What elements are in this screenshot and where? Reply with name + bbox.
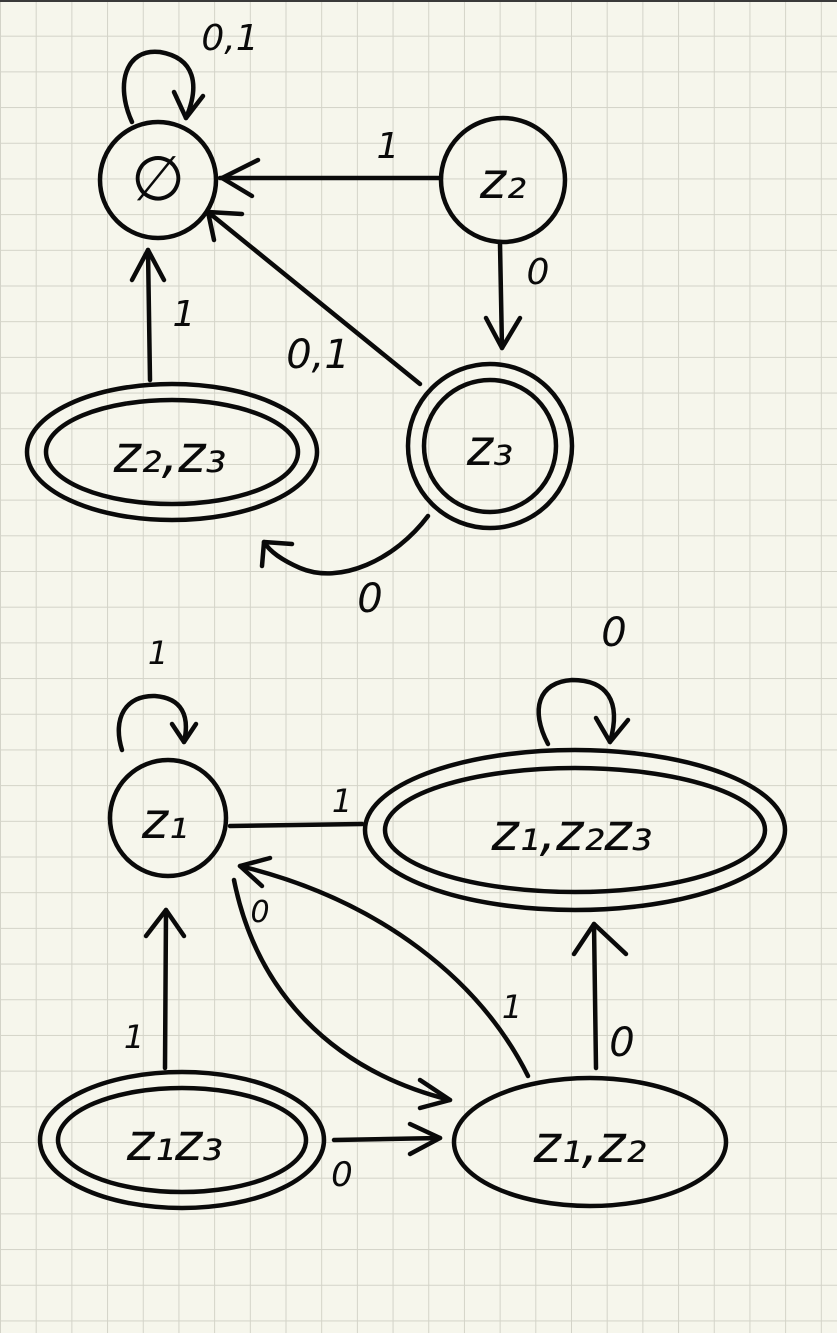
state-z1z3-label: z₁z₃ bbox=[126, 1113, 223, 1173]
state-empty: ∅ bbox=[97, 119, 219, 241]
state-z2z3: z₂,z₃ bbox=[24, 381, 320, 523]
state-z3-label: z₃ bbox=[466, 419, 513, 477]
label-z1z3-to-z1: 1 bbox=[124, 1018, 144, 1056]
edge-z1z3-to-z1: 1 bbox=[124, 907, 187, 1071]
state-z1z2: z₁,z₂ bbox=[451, 1075, 729, 1209]
state-z1z3: z₁z₃ bbox=[37, 1069, 327, 1211]
edge-z1z2-to-z1: 1 bbox=[237, 855, 531, 1079]
label-z1z2z3-loop: 0 bbox=[601, 610, 626, 656]
label-z2-to-z3: 0 bbox=[527, 252, 550, 293]
state-z2-label: z₂ bbox=[479, 152, 526, 210]
label-z3-to-empty: 0,1 bbox=[286, 332, 350, 378]
edge-z1z2-to-z1z2z3: 0 bbox=[571, 921, 635, 1071]
state-z2: z₂ bbox=[438, 115, 568, 245]
state-z3: z₃ bbox=[405, 361, 575, 531]
state-z1: z₁ bbox=[107, 757, 229, 879]
label-z1-loop: 1 bbox=[148, 634, 168, 672]
loop-z1z2z3: 0 bbox=[536, 610, 631, 747]
edge-z1-to-z1z2: 0 bbox=[231, 877, 453, 1111]
state-z1z2z3-label: z₁,z₂z₃ bbox=[491, 803, 653, 863]
label-z1z3-to-z1z2: 0 bbox=[331, 1155, 353, 1195]
edge-z1z3-to-z1z2: 0 bbox=[331, 1121, 443, 1195]
edge-z3-to-z2z3: 0 bbox=[259, 513, 431, 622]
state-z1z2z3: z₁,z₂z₃ bbox=[362, 747, 788, 913]
label-empty-loop: 0,1 bbox=[201, 18, 258, 59]
edge-z3-to-empty: 0,1 bbox=[205, 209, 423, 387]
loop-empty: 0,1 bbox=[121, 18, 259, 125]
loop-z1: 1 bbox=[116, 634, 199, 753]
state-z1z2-label: z₁,z₂ bbox=[533, 1115, 647, 1175]
edge-z1-to-z1z2z3: 1 bbox=[227, 782, 365, 829]
state-z1-label: z₁ bbox=[141, 792, 188, 850]
label-z1-to-z1z2: 0 bbox=[250, 895, 269, 930]
top-border bbox=[0, 0, 837, 2]
edge-z2-to-empty: 1 bbox=[217, 126, 443, 199]
label-z2z3-to-empty: 1 bbox=[173, 294, 196, 335]
label-z1z2-to-z1z2z3: 0 bbox=[609, 1020, 634, 1066]
state-z2z3-label: z₂,z₃ bbox=[113, 425, 227, 485]
state-empty-label: ∅ bbox=[131, 142, 185, 215]
label-z3-to-z2z3: 0 bbox=[357, 576, 382, 622]
label-z1-to-z1z2z3: 1 bbox=[332, 782, 352, 820]
label-z1z2-to-z1: 1 bbox=[502, 988, 522, 1026]
edge-z2z3-to-empty: 1 bbox=[129, 247, 196, 383]
edge-z2-to-z3: 0 bbox=[483, 241, 550, 351]
label-z2-to-empty: 1 bbox=[377, 126, 400, 167]
